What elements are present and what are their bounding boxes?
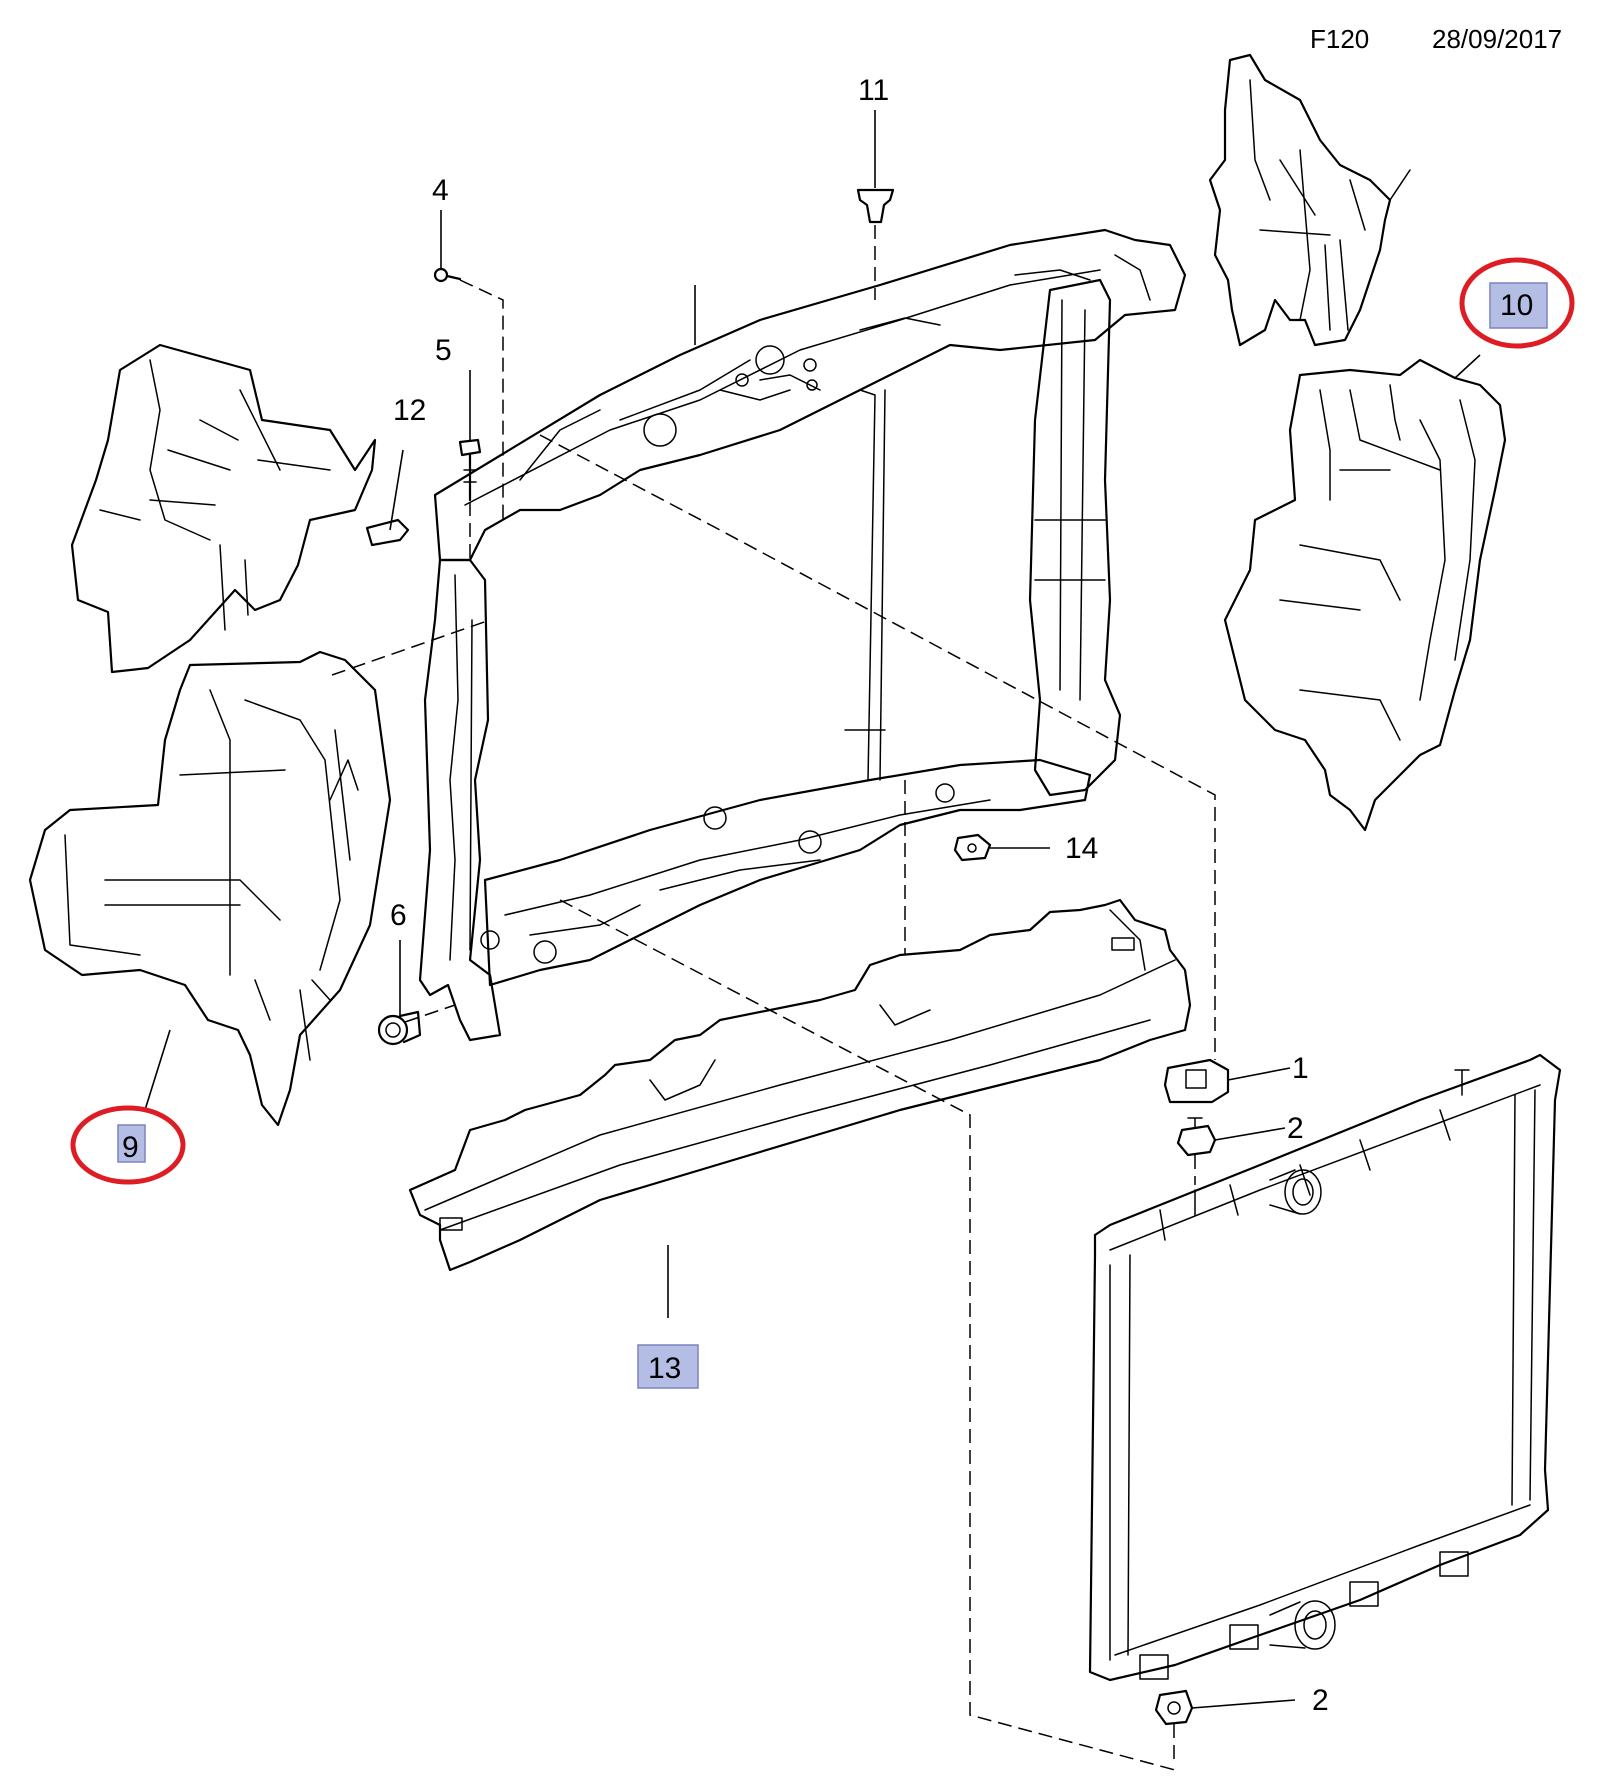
callout-10: 10 [1500,289,1533,322]
bracket-1 [1163,1058,1230,1104]
callout-12: 12 [393,394,426,427]
callout-2-lower: 2 [1312,1684,1329,1717]
push-pin-11 [856,188,895,224]
lower-air-guide-13 [408,898,1192,1318]
assembly-dash-lines [331,225,1216,1771]
right-deflector-upper [1208,53,1411,347]
callout-1: 1 [1292,1052,1309,1085]
clip-6 [377,1010,422,1046]
callout-2-upper: 2 [1287,1112,1304,1145]
callout-13: 13 [648,1352,681,1385]
highlight-13 [637,1344,699,1389]
bolt-5 [458,438,482,502]
radiator [1088,1053,1562,1682]
diagram-date: 28/09/2017 [1432,24,1562,54]
highlight-9 [70,1105,186,1185]
right-air-deflector-10 [1223,358,1507,832]
callout-5: 5 [435,334,452,367]
highlight-10 [1459,257,1575,349]
front-end-carrier [418,228,1187,1042]
screw-4 [433,267,462,283]
clip-nut-14 [953,833,992,862]
callout-4: 4 [432,174,449,207]
diagram-code: F120 [1310,24,1369,54]
left-deflector-upper [70,343,377,674]
callout-6: 6 [390,899,407,932]
callout-9: 9 [122,1131,139,1164]
left-air-deflector-9 [28,650,392,1127]
grommet-2-upper [1176,1117,1217,1157]
callout-leaders [144,110,1481,1709]
bracket-plate-12 [365,518,410,547]
callout-11: 11 [858,74,889,107]
callout-14: 14 [1065,832,1098,865]
grommet-2-lower [1154,1689,1194,1726]
